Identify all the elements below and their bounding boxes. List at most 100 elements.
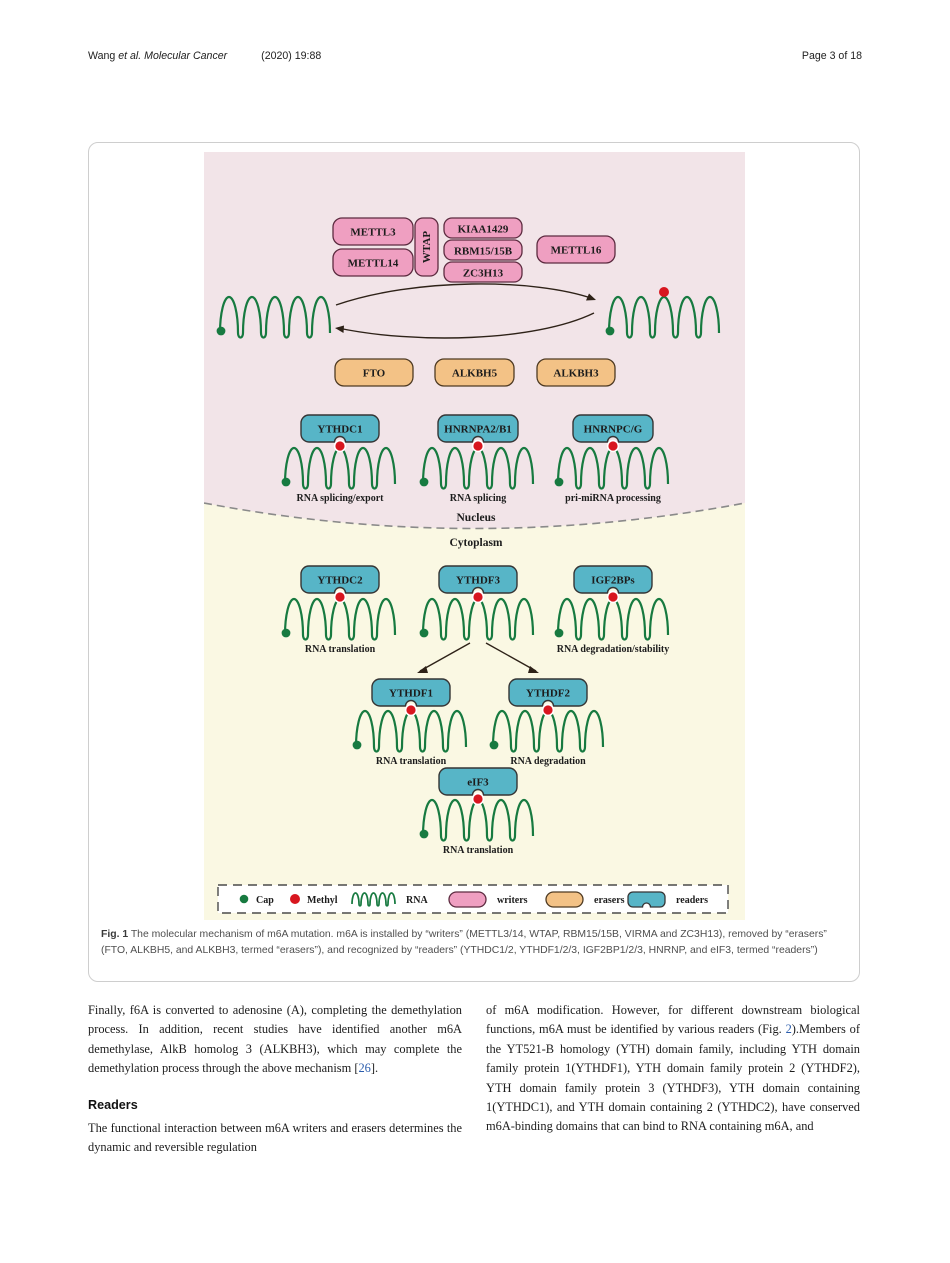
reader-box-ythdc1 — [300, 414, 380, 443]
function-label-ythdc1: RNA splicing/export — [297, 493, 385, 504]
cap-dot — [419, 477, 429, 487]
writer-label-zc3h13: ZC3H13 — [463, 268, 504, 280]
citation-link-26[interactable]: 26 — [358, 1061, 371, 1076]
figure-link-2[interactable]: 2 — [785, 1022, 792, 1037]
reader-label-ythdc1: YTHDC1 — [317, 424, 362, 436]
paragraph-text: of m6A modification. However, for differ… — [486, 1003, 860, 1037]
paragraph-text: ).Members of the YT521-B homology (YTH) … — [486, 1022, 860, 1134]
cap-dot — [281, 628, 291, 638]
cap-dot — [554, 477, 564, 487]
running-head-authors: Wang — [88, 50, 119, 62]
writer-label-mettl14: METTL14 — [348, 258, 399, 270]
reader-box-hnrnpa2b1 — [437, 414, 519, 443]
branch-arrowhead-left — [417, 666, 428, 673]
paragraph-demethylation: Finally, f6A is converted to adenosine (… — [88, 1001, 462, 1079]
reader-box-ythdf2 — [508, 678, 588, 707]
branch-arrow-left — [419, 642, 471, 672]
legend-readers-icon — [627, 891, 666, 908]
writer-box-wtap — [414, 217, 439, 277]
demethylation-arrow — [337, 312, 595, 339]
methyl-dot — [333, 590, 347, 604]
reader-box-ythdf3 — [438, 565, 518, 594]
eraser-label-alkbh5: ALKBH5 — [452, 368, 498, 380]
writer-label-kiaa1429: KIAA1429 — [458, 224, 509, 236]
paragraph-readers-intro: The functional interaction between m6A w… — [88, 1121, 462, 1155]
reader-box-eif3 — [438, 767, 518, 796]
function-label-ythdc2: RNA translation — [305, 644, 376, 655]
legend-methyl-icon — [290, 894, 300, 904]
paragraph-text: Finally, f6A is converted to adenosine (… — [88, 1003, 462, 1076]
nucleus-label: Nucleus — [457, 512, 497, 524]
legend-methyl-label: Methyl — [307, 895, 338, 906]
eraser-box-alkbh5 — [434, 358, 515, 387]
eraser-box-fto — [334, 358, 414, 387]
reader-box-igf2bps — [573, 565, 653, 594]
legend-erasers-label: erasers — [594, 895, 625, 906]
reader-box-ythdf1 — [371, 678, 451, 707]
cap-dot — [419, 628, 429, 638]
reader-box-hnrnpcg — [572, 414, 654, 443]
reader-label-ythdf1: YTHDF1 — [389, 688, 433, 700]
methylation-arrowhead — [586, 293, 596, 301]
reader-label-ythdf2: YTHDF2 — [526, 688, 571, 700]
methyl-dot — [471, 792, 485, 806]
rna-wave-unmethylated — [218, 295, 332, 339]
methyl-dot — [404, 703, 418, 717]
function-label-ythdf2: RNA degradation — [510, 756, 586, 767]
figure-caption-label: Fig. 1 — [101, 929, 129, 940]
legend-cap-label: Cap — [256, 895, 274, 906]
methyl-dot — [659, 287, 669, 297]
legend-cap-icon — [239, 894, 249, 904]
rna-wave-methylated — [607, 295, 721, 339]
branch-arrow-right — [485, 642, 537, 672]
demethylation-arrowhead — [335, 325, 344, 333]
legend-writers-label: writers — [497, 895, 528, 906]
page-number: Page 3 of 18 — [801, 50, 862, 62]
legend-rna-label: RNA — [406, 895, 428, 906]
writer-box-kiaa1429 — [443, 217, 523, 239]
reader-label-igf2bps: IGF2BPs — [591, 575, 635, 587]
methyl-dot — [471, 439, 485, 453]
methyl-dot — [541, 703, 555, 717]
eraser-label-alkbh3: ALKBH3 — [553, 368, 599, 380]
cap-dot — [216, 326, 226, 336]
legend-writers-icon — [448, 891, 487, 908]
writer-box-mettl16 — [536, 235, 616, 264]
running-head-journal: et al. Molecular Cancer — [118, 50, 228, 62]
cap-dot — [281, 477, 291, 487]
legend-readers-label: readers — [676, 895, 708, 906]
writer-label-rbm15: RBM15/15B — [454, 246, 513, 258]
paragraph-text: ]. — [370, 1061, 379, 1076]
methyl-dot — [333, 439, 347, 453]
figure-1-box: METTL3 METTL14 WTAP KIAA1429 RBM15/15B Z… — [88, 142, 860, 982]
reader-box-ythdc2 — [300, 565, 380, 594]
function-label-eif3: RNA translation — [443, 845, 514, 856]
function-label-hnrnpcg: pri-miRNA processing — [565, 493, 661, 504]
eraser-box-alkbh3 — [536, 358, 616, 387]
cap-dot — [352, 740, 362, 750]
running-head: Wang et al. Molecular Cancer (2020) 19:88 — [88, 50, 321, 62]
reader-label-ythdf3: YTHDF3 — [456, 575, 501, 587]
m6a-mechanism-diagram: METTL3 METTL14 WTAP KIAA1429 RBM15/15B Z… — [204, 152, 745, 920]
writer-label-wtap: WTAP — [421, 231, 433, 263]
cytoplasm-label: Cytoplasm — [449, 537, 502, 549]
reader-label-hnrnpa2b1: HNRNPA2/B1 — [444, 424, 512, 436]
writer-box-mettl3 — [332, 217, 414, 246]
reader-label-ythdc2: YTHDC2 — [317, 575, 363, 587]
function-label-hnrnpa2b1: RNA splicing — [450, 493, 506, 504]
methyl-dot — [471, 590, 485, 604]
body-right-column: of m6A modification. However, for differ… — [486, 1001, 860, 1137]
function-label-igf2bps: RNA degradation/stability — [557, 644, 670, 655]
writer-label-mettl3: METTL3 — [350, 227, 396, 239]
function-label-ythdf1: RNA translation — [376, 756, 447, 767]
readers-section-heading: Readers — [88, 1097, 138, 1112]
writer-box-rbm15 — [443, 239, 523, 261]
reader-label-eif3: eIF3 — [467, 777, 489, 789]
running-header: Wang et al. Molecular Cancer (2020) 19:88… — [88, 50, 862, 62]
figure-caption-text: The molecular mechanism of m6A mutation.… — [101, 929, 827, 956]
legend-rna-icon — [351, 892, 396, 907]
reader-label-hnrnpcg: HNRNPC/G — [584, 424, 643, 436]
journal-citation: (2020) 19:88 — [261, 50, 322, 62]
legend-erasers-icon — [545, 891, 584, 908]
